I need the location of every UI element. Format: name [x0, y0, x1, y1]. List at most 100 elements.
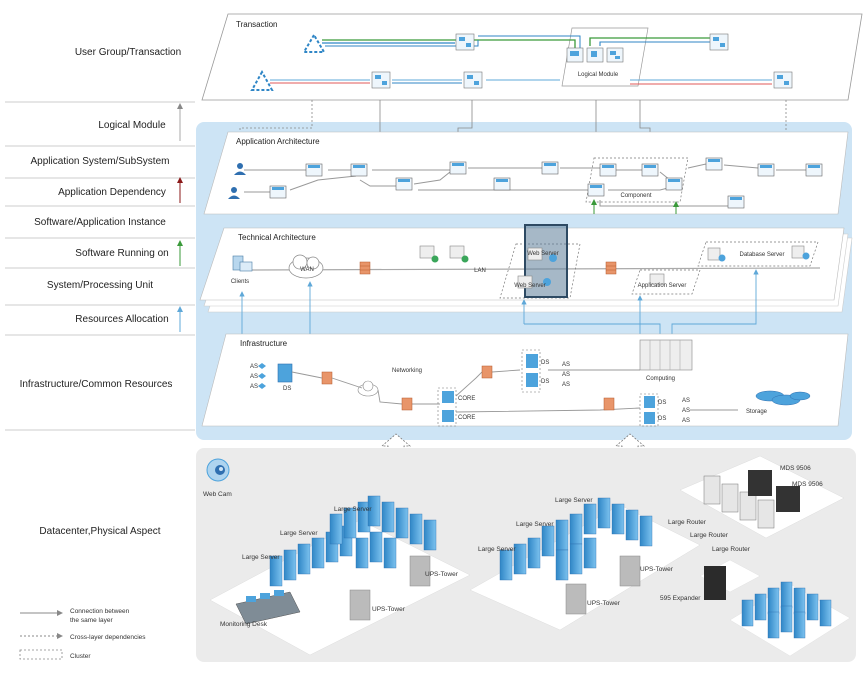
transaction-title: Transaction [236, 20, 278, 29]
cluster-swatch [19, 649, 63, 660]
user-icon [234, 163, 246, 175]
ds-label: DS [283, 386, 291, 392]
as-label: AS [562, 382, 570, 388]
web-cam-icon [206, 458, 230, 482]
computing-label: Computing [646, 376, 675, 382]
server-rack-group [741, 581, 832, 639]
as-label: AS [250, 384, 258, 390]
core-switch-icon [442, 410, 454, 422]
label-system-processing-unit: System/Processing Unit [47, 280, 153, 291]
legend-cross-layer: Cross-layer dependencies [70, 634, 146, 641]
module-icon [371, 71, 391, 89]
server-rack-group [269, 495, 437, 587]
infrastructure-title: Infrastructure [240, 339, 288, 348]
as-label: AS [562, 372, 570, 378]
user-icon [228, 187, 240, 199]
large-router-label: Large Router [668, 519, 707, 526]
firewall-icon [481, 365, 493, 379]
database-server-cluster [697, 241, 819, 267]
web-server-icon [517, 275, 551, 289]
ds-switch-icon [277, 363, 293, 383]
legend-cluster: Cluster [70, 653, 91, 660]
wan-cloud-icon [288, 254, 324, 279]
large-server-label: Large Server [334, 506, 372, 513]
technical-title: Technical Architecture [238, 233, 316, 242]
ds-switch-icon [526, 354, 538, 368]
label-software-running-on: Software Running on [75, 248, 168, 259]
infrastructure-layer: Infrastructure AS AS AS DS Networking [201, 333, 849, 427]
left-label-column: User Group/Transaction Logical Module Ap… [5, 47, 195, 537]
as-label: AS [250, 374, 258, 380]
ups-tower-label: UPS-Tower [587, 600, 621, 607]
module-icon [773, 71, 793, 89]
mds-label: MDS 9506 [792, 481, 823, 488]
clients-icon [232, 255, 253, 272]
core-cluster [437, 387, 457, 427]
mds-label: MDS 9506 [780, 465, 811, 472]
module-icon [709, 33, 729, 51]
monitoring-desk-label: Monitoring Desk [220, 621, 268, 628]
ds-switch-icon [644, 412, 655, 424]
database-server-label: Database Server [739, 252, 784, 258]
storage-icon [755, 390, 811, 406]
networking-label: Networking [392, 368, 422, 374]
module-icon [463, 71, 483, 89]
ds-switch-icon [526, 373, 538, 387]
ds-switch-icon [644, 396, 655, 408]
expander-icon [704, 566, 726, 600]
large-server-label: Large Server [242, 554, 280, 561]
application-server-cluster [631, 269, 701, 295]
ds-label: DS [658, 400, 666, 406]
as-label: AS [250, 364, 258, 370]
database-server-icon [707, 247, 726, 262]
wan-label: WAN [300, 267, 314, 273]
computing-icon [639, 339, 693, 371]
as-label: AS [682, 418, 690, 424]
as-label: AS [682, 398, 690, 404]
large-router-label: Large Router [690, 532, 729, 539]
label-logical-module: Logical Module [98, 120, 166, 131]
label-application-dependency: Application Dependency [58, 187, 166, 198]
web-server-label: Web Server [527, 251, 559, 257]
application-server-label: Application Server [638, 283, 687, 289]
ups-tower-icon [565, 583, 587, 615]
label-application-system: Application System/SubSystem [31, 156, 170, 167]
transaction-flow [589, 37, 710, 46]
module-icon [586, 47, 604, 63]
module-icon [606, 47, 624, 63]
datacenter-layer: Web Cam Large Server Large Server Large … [196, 448, 856, 662]
ups-tower-label: UPS-Tower [425, 571, 459, 578]
web-cam-label: Web Cam [203, 491, 232, 498]
server-rack-group [499, 497, 653, 581]
firewall-icon [603, 397, 615, 411]
legend-same-layer-line2: the same layer [70, 617, 113, 624]
clients-label: Clients [231, 279, 249, 285]
monitoring-desk-icon [235, 590, 301, 625]
transaction-flow [322, 39, 576, 48]
label-user-group: User Group/Transaction [75, 47, 181, 58]
router-rack-group [703, 475, 775, 529]
ups-tower-label: UPS-Tower [372, 606, 406, 613]
firewall-icon [605, 261, 617, 275]
large-server-label: Large Server [516, 521, 554, 528]
large-server-label: Large Server [280, 530, 318, 537]
logical-module-box [561, 27, 649, 87]
lan-label: LAN [474, 268, 486, 274]
core-switch-icon [442, 391, 454, 403]
mds-switch-group [748, 470, 800, 512]
legend: Connection between the same layer Cross-… [19, 608, 146, 660]
ds-label: DS [541, 379, 549, 385]
large-server-label: Large Server [555, 497, 593, 504]
core-label: CORE [458, 415, 475, 421]
label-software-instance: Software/Application Instance [34, 217, 166, 228]
firewall-icon [359, 261, 371, 275]
as-label: AS [682, 408, 690, 414]
core-label: CORE [458, 396, 475, 402]
module-icon [455, 33, 475, 51]
firewall-icon [321, 371, 333, 385]
ds-cluster [639, 393, 659, 427]
ds-cluster [521, 349, 541, 393]
ups-tower-icon [409, 555, 431, 587]
legend-same-layer-line1: Connection between [70, 608, 130, 615]
switch-icon [258, 363, 266, 389]
